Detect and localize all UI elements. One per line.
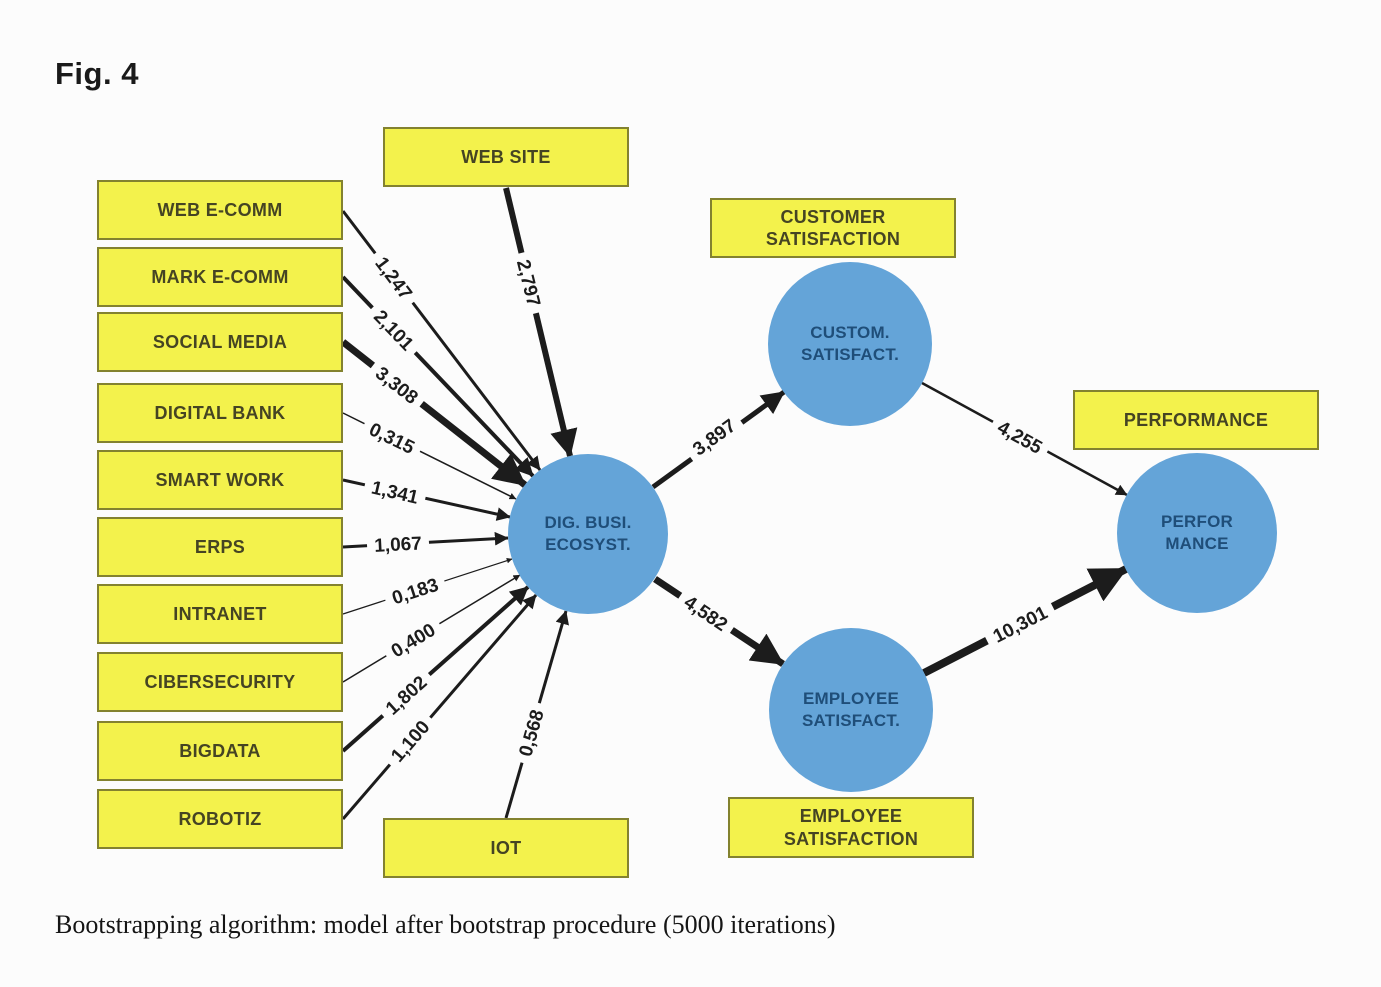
- arrow-iot-to-dbe: 0,568: [504, 610, 569, 819]
- path-value-erps: 1,067: [374, 533, 423, 556]
- indicator-cibersecurity: CIBERSECURITY: [97, 652, 343, 712]
- arrow-dbe-to-employee: 4,582: [653, 576, 785, 667]
- indicator-erps: ERPS: [97, 517, 343, 577]
- indicator-web-ecomm: WEB E-COMM: [97, 180, 343, 240]
- figure-label: Fig. 4: [55, 56, 139, 91]
- arrow-web-site-to-dbe: 2,797: [503, 187, 578, 458]
- arrow-social-media-to-dbe: 3,308: [340, 339, 528, 488]
- indicator-digital-bank: DIGITAL BANK: [97, 383, 343, 443]
- construct-custom-satisfact: CUSTOM. SATISFACT.: [768, 262, 932, 426]
- indicator-robotiz: ROBOTIZ: [97, 789, 343, 849]
- construct-employee-satisfact: EMPLOYEE SATISFACT.: [769, 628, 933, 792]
- arrow-employee-to-performance: 10,301: [922, 565, 1128, 677]
- indicator-mark-ecomm: MARK E-COMM: [97, 247, 343, 307]
- indicator-iot: IOT: [383, 818, 629, 878]
- construct-performance: PERFOR MANCE: [1117, 453, 1277, 613]
- indicator-intranet: INTRANET: [97, 584, 343, 644]
- construct-dig-busi-ecosyst: DIG. BUSI. ECOSYST.: [508, 454, 668, 614]
- label-box-employee-satisfaction: EMPLOYEE SATISFACTION: [728, 797, 974, 858]
- arrow-custom-to-performance: 4,255: [921, 381, 1128, 497]
- indicator-web-site: WEB SITE: [383, 127, 629, 187]
- indicator-smart-work: SMART WORK: [97, 450, 343, 510]
- arrow-erps-to-dbe: 1,067: [342, 529, 509, 559]
- arrow-dbe-to-custom: 3,897: [651, 389, 786, 490]
- arrow-intranet-to-dbe: 0,183: [342, 557, 513, 615]
- figure-caption: Bootstrapping algorithm: model after boo…: [55, 910, 836, 939]
- arrow-mark-ecomm-to-dbe: 2,101: [341, 275, 535, 478]
- arrow-smart-work-to-dbe: 1,341: [342, 472, 511, 521]
- indicator-bigdata: BIGDATA: [97, 721, 343, 781]
- label-box-customer-satisfaction: CUSTOMER SATISFACTION: [710, 198, 956, 258]
- label-box-performance: PERFORMANCE: [1073, 390, 1319, 450]
- indicator-social-media: SOCIAL MEDIA: [97, 312, 343, 372]
